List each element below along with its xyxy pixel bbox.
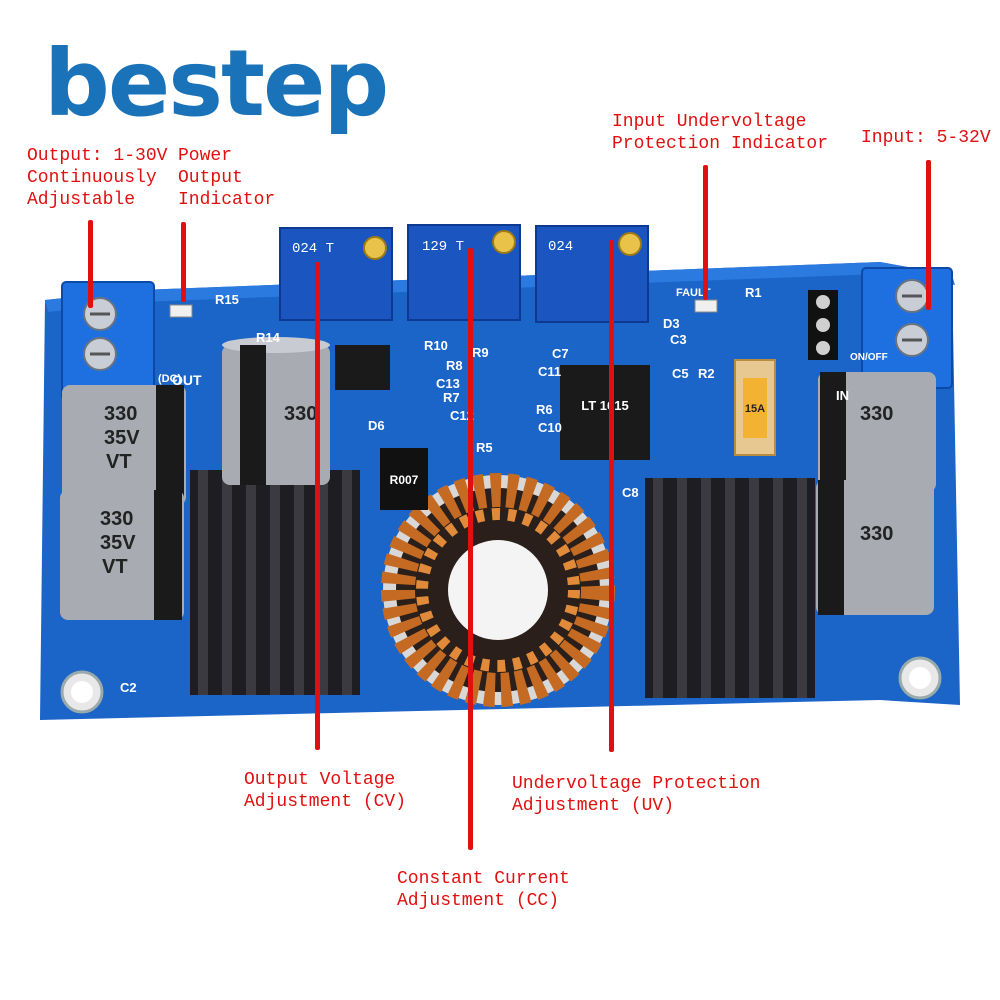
capacitor-left-upper: 330 35V VT	[62, 385, 186, 505]
uv-led	[694, 299, 718, 313]
silk-r10: R10	[424, 338, 448, 353]
ic-label: LT 1615	[581, 398, 628, 413]
pot-cv-label: 024 T	[292, 241, 334, 257]
capacitor-right-upper: 330	[818, 372, 936, 492]
callout-line-input	[926, 160, 931, 310]
silk-r15: R15	[215, 292, 239, 307]
cap-label-value: 330	[860, 523, 893, 545]
callout-power-indicator: Power Output Indicator	[178, 146, 276, 210]
callout-line-cv	[315, 262, 320, 750]
capacitor-top-left-inner: 330	[222, 337, 330, 485]
silk-c10: C10	[538, 420, 562, 435]
silk-c11: C11	[538, 364, 561, 379]
silk-r9: R9	[472, 345, 489, 360]
fuse-label: 15A	[745, 403, 765, 415]
callout-line-power-indicator	[181, 222, 186, 302]
cap-label-voltage: 35V	[100, 532, 136, 554]
toroid-inductor	[381, 473, 615, 707]
pot-uv-label: 024	[548, 239, 573, 255]
silk-out: OUT	[172, 372, 202, 388]
callout-uv-adjust: Undervoltage Protection Adjustment (UV)	[512, 774, 761, 816]
silk-c5: C5	[672, 366, 689, 381]
power-led	[169, 304, 193, 318]
callout-line-output	[88, 220, 93, 308]
callout-line-uv-indicator	[703, 165, 708, 300]
cap-label-value: 330	[860, 403, 893, 425]
callout-uv-indicator: Input Undervoltage Protection Indicator	[612, 112, 829, 154]
callout-cc-adjust: Constant Current Adjustment (CC)	[397, 869, 570, 911]
capacitor-left-lower: 330 35V VT	[60, 490, 184, 620]
heatsink-right	[645, 478, 815, 698]
silk-c12: C12	[450, 408, 474, 423]
silk-r2: R2	[698, 366, 715, 381]
cap-label-brand: VT	[102, 556, 128, 578]
silk-in: IN	[836, 388, 849, 403]
cap-label-value: 330	[104, 403, 137, 425]
pot-cv: 024 T	[279, 227, 393, 321]
silk-onoff: ON/OFF	[850, 352, 888, 363]
cap-label-voltage: 35V	[104, 427, 140, 449]
silk-r5: R5	[476, 440, 493, 455]
shunt-resistor	[380, 448, 428, 510]
callout-line-cc	[468, 248, 473, 850]
brand-logo: bestep	[44, 30, 389, 137]
pot-uv: 024	[535, 225, 649, 323]
silk-c7: C7	[552, 346, 569, 361]
shunt-label: R007	[390, 473, 419, 487]
callout-input-range: Input: 5-32V	[861, 128, 991, 148]
silk-r14: R14	[256, 330, 281, 345]
silk-r6: R6	[536, 402, 553, 417]
silk-c8: C8	[622, 485, 639, 500]
pot-cc: 129 T	[407, 224, 521, 321]
silk-r1: R1	[745, 285, 762, 300]
callout-cv-adjust: Output Voltage Adjustment (CV)	[244, 770, 407, 812]
silk-dc: (DC)	[158, 373, 182, 385]
pot-cc-label: 129 T	[422, 239, 464, 255]
callout-output-range: Output: 1-30V Continuously Adjustable	[27, 146, 168, 210]
silk-fault: FAULT	[676, 287, 711, 299]
heatsink-left	[190, 470, 360, 695]
silk-d6: D6	[368, 418, 385, 433]
silk-c2: C2	[120, 680, 137, 695]
main-ic	[560, 365, 650, 460]
capacitor-right-lower: 330	[816, 480, 934, 615]
silk-r8: R8	[446, 358, 463, 373]
small-ic	[335, 345, 390, 390]
silk-d3: D3	[663, 316, 680, 331]
silk-r7: R7	[443, 390, 460, 405]
silk-c3: C3	[670, 332, 687, 347]
cap-label-brand: VT	[106, 451, 132, 473]
cap-label: 330	[284, 403, 317, 425]
silk-c13: C13	[436, 376, 460, 391]
cap-label-value: 330	[100, 508, 133, 530]
callout-line-uv	[609, 240, 614, 752]
